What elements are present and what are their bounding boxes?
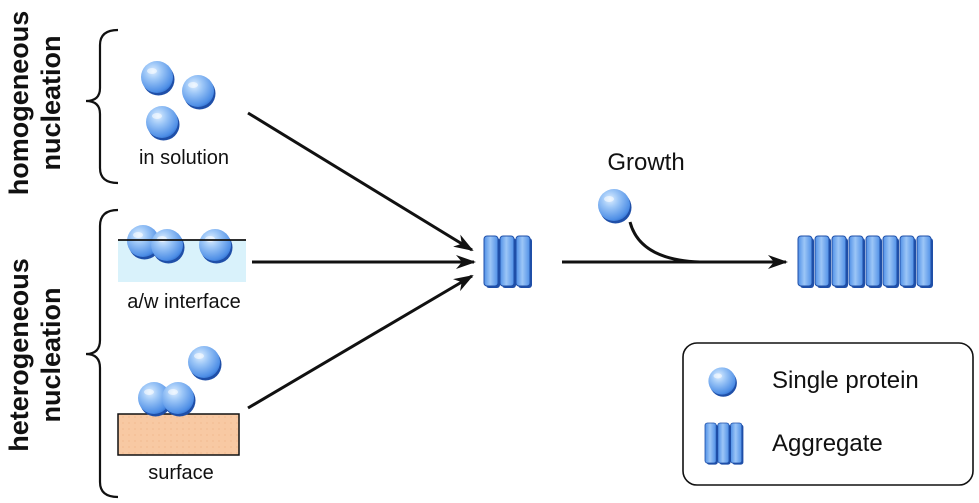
legend: Single protein Aggregate [682, 342, 974, 486]
protein-sphere [188, 346, 222, 381]
heterogeneous-label-line2: nucleation [36, 287, 66, 422]
fibril-aggregate [797, 235, 934, 289]
legend-single-protein-label: Single protein [772, 367, 919, 394]
legend-aggregate-icon [704, 422, 744, 466]
protein-sphere [141, 61, 175, 96]
protein-sphere [182, 75, 216, 110]
aw-interface-label: a/w interface [127, 291, 240, 313]
nucleus-aggregate [483, 235, 533, 289]
protein-sphere [598, 189, 632, 224]
growth-incoming-curve [628, 221, 701, 264]
surface-label: surface [148, 462, 214, 484]
homogeneous-label-line1: homogeneous [4, 11, 34, 196]
growth-label: Growth [607, 149, 684, 176]
legend-aggregate-label: Aggregate [772, 430, 883, 457]
heterogeneous-label-line1: heterogeneous [4, 258, 34, 452]
homogeneous-label-line2: nucleation [36, 35, 66, 170]
legend-box [682, 342, 974, 486]
in-solution-label: in solution [139, 147, 229, 169]
heterogeneous-brace [85, 208, 119, 499]
homogeneous-brace [85, 28, 119, 185]
arrow-solution-to-nucleus [247, 111, 474, 252]
protein-sphere [146, 106, 180, 141]
arrow-surface-to-nucleus [247, 274, 474, 410]
